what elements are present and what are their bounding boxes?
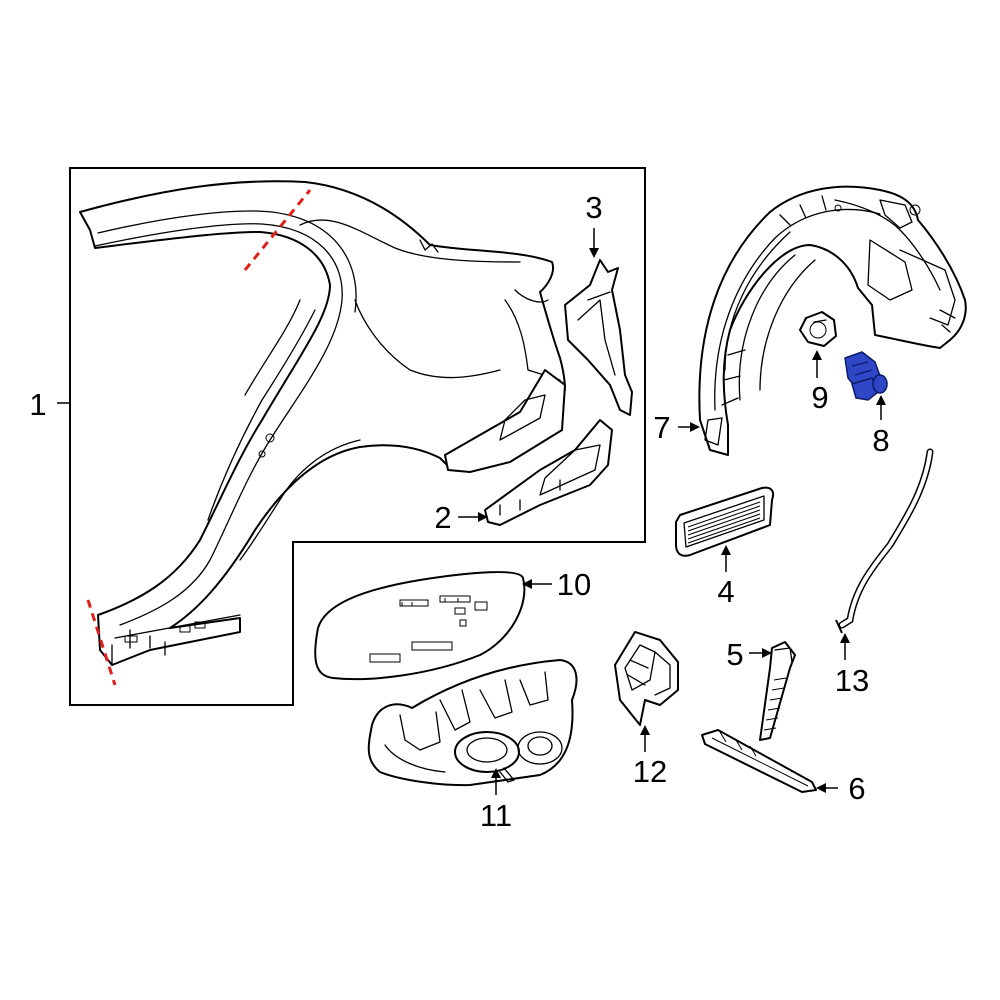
- inner-bracket-part[interactable]: [564, 259, 633, 416]
- callout-9: 9: [811, 380, 828, 415]
- quarter-panel-part[interactable]: [79, 180, 566, 666]
- vent-grille-part[interactable]: [675, 486, 775, 557]
- callout-2: 2: [434, 500, 451, 535]
- callout-8: 8: [872, 423, 889, 458]
- callout-1: 1: [29, 387, 46, 422]
- storage-bin-part[interactable]: [367, 659, 578, 787]
- cut-line-upper: [243, 189, 312, 271]
- trim-panel-part[interactable]: [314, 571, 526, 681]
- reinforcement-part[interactable]: [444, 369, 613, 526]
- callout-3: 3: [585, 190, 602, 225]
- callout-5: 5: [726, 637, 743, 672]
- callout-6: 6: [848, 771, 865, 806]
- push-pin-retainer-part[interactable]: [844, 351, 888, 401]
- cut-line-lower: [86, 599, 117, 686]
- nut-part[interactable]: [799, 311, 837, 347]
- callout-4: 4: [717, 574, 734, 609]
- quarter-panel-group-frame: [69, 167, 646, 706]
- seal-strip-part[interactable]: [701, 729, 817, 793]
- callout-11: 11: [480, 798, 512, 833]
- wheelhouse-liner-part[interactable]: [698, 185, 967, 456]
- leader-lines: [57, 228, 886, 795]
- callout-7: 7: [653, 410, 670, 445]
- clip-housing-part[interactable]: [614, 631, 679, 726]
- callout-10: 10: [557, 567, 591, 602]
- callout-labels: 1 2 3 4 5 6 7 8 9 10 11 12 13: [29, 190, 889, 833]
- drain-hose-part[interactable]: [835, 448, 934, 634]
- callout-12: 12: [633, 754, 667, 789]
- callout-13: 13: [835, 663, 869, 698]
- weatherstrip-clip-part[interactable]: [759, 641, 796, 741]
